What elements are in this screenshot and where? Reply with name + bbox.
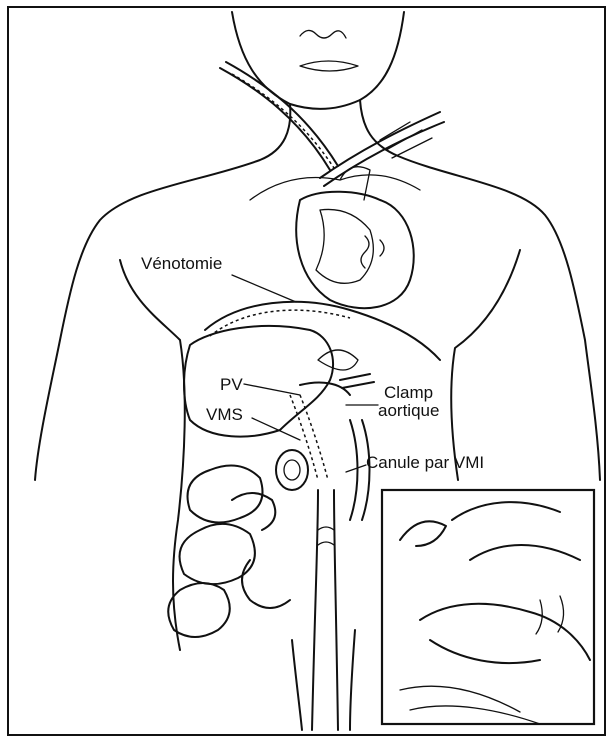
label-venotomie: Vénotomie — [141, 255, 222, 273]
label-vms: VMS — [206, 406, 243, 424]
head — [232, 12, 404, 109]
canule-leader — [346, 465, 366, 472]
intestines — [168, 450, 308, 637]
diaphragm — [205, 302, 440, 360]
pv-leader — [244, 384, 300, 395]
aorta — [292, 490, 355, 730]
vms-leader — [252, 418, 300, 440]
label-pv: PV — [220, 376, 243, 394]
neck-vessels — [220, 62, 444, 200]
venotomie-leader — [232, 275, 296, 302]
label-canule: Canule par VMI — [366, 454, 484, 472]
label-clamp-line1: Clamp — [384, 384, 433, 402]
inset-panel — [382, 490, 594, 724]
label-clamp-line2: aortique — [378, 402, 439, 420]
heart — [296, 167, 414, 309]
